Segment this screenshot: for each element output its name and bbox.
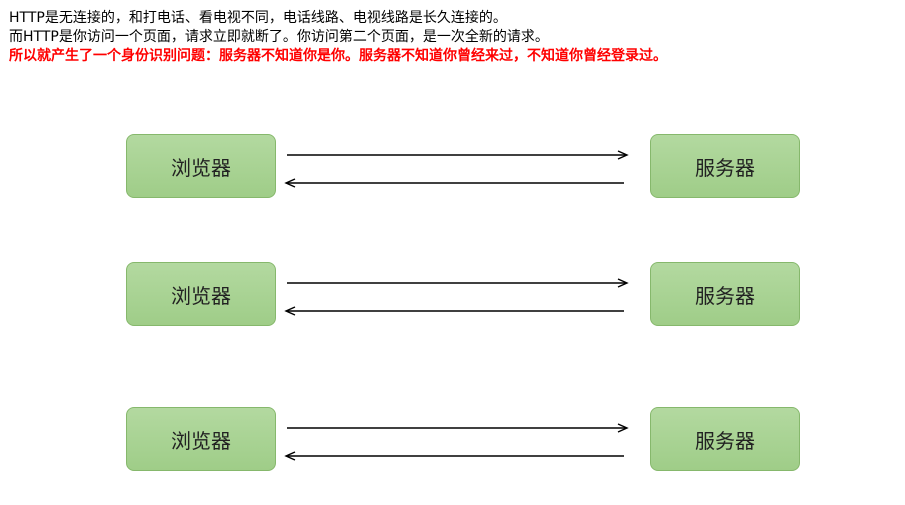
browser-node-2: 浏览器 [126, 262, 276, 326]
intro-line-1: HTTP是无连接的，和打电话、看电视不同，电话线路、电视线路是长久连接的。 [9, 10, 507, 26]
browser-node-3: 浏览器 [126, 407, 276, 471]
server-node-2: 服务器 [650, 262, 800, 326]
server-node-1: 服务器 [650, 134, 800, 198]
browser-node-1: 浏览器 [126, 134, 276, 198]
request-arrow-3 [287, 423, 629, 433]
response-arrow-3 [284, 451, 624, 461]
request-arrow-1 [287, 150, 629, 160]
intro-line-3-emphasis: 所以就产生了一个身份识别问题：服务器不知道你是你。服务器不知道你曾经来过，不知道… [9, 48, 667, 64]
server-node-3: 服务器 [650, 407, 800, 471]
request-arrow-2 [287, 278, 629, 288]
intro-line-2: 而HTTP是你访问一个页面，请求立即就断了。你访问第二个页面，是一次全新的请求。 [9, 29, 549, 45]
response-arrow-1 [284, 178, 624, 188]
response-arrow-2 [284, 306, 624, 316]
intro-text: HTTP是无连接的，和打电话、看电视不同，电话线路、电视线路是长久连接的。 而H… [9, 9, 899, 66]
